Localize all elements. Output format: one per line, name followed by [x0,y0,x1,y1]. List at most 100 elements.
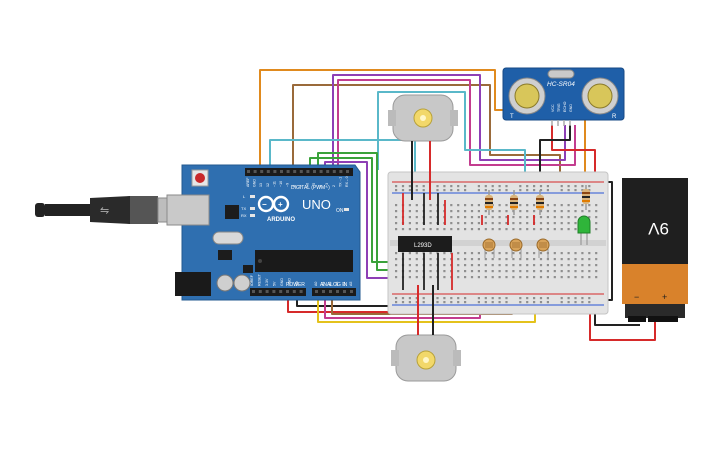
breadboard-hole[interactable] [519,252,522,255]
rail-hole[interactable] [401,297,405,300]
breadboard-hole[interactable] [581,264,584,267]
rail-hole[interactable] [436,301,439,304]
breadboard-hole[interactable] [560,258,563,261]
rail-hole[interactable] [539,301,543,304]
breadboard-hole[interactable] [395,270,398,273]
rail-hole[interactable] [560,297,563,300]
breadboard-hole[interactable] [546,204,549,207]
breadboard-hole[interactable] [498,210,501,213]
breadboard-hole[interactable] [505,252,508,255]
rail-hole[interactable] [546,297,549,300]
breadboard-hole[interactable] [429,270,432,273]
breadboard-hole[interactable] [553,276,556,279]
rail-hole[interactable] [491,189,494,192]
breadboard-hole[interactable] [526,222,529,225]
breadboard-hole[interactable] [457,210,460,213]
breadboard-hole[interactable] [505,270,508,273]
breadboard-hole[interactable] [595,228,598,231]
digital-socket[interactable] [299,170,303,173]
breadboard-hole[interactable] [477,216,480,219]
breadboard-hole[interactable] [477,228,480,231]
breadboard-hole[interactable] [464,222,467,225]
breadboard-hole[interactable] [581,270,584,273]
breadboard-hole[interactable] [567,228,570,231]
breadboard-hole[interactable] [457,252,460,255]
breadboard-hole[interactable] [457,270,460,273]
rail-hole[interactable] [539,189,543,192]
rail-hole[interactable] [533,297,536,300]
breadboard-hole[interactable] [457,276,460,279]
breadboard-hole[interactable] [491,270,494,273]
breadboard-hole[interactable] [533,264,536,267]
analog-socket[interactable] [322,290,325,293]
breadboard-hole[interactable] [553,264,556,267]
breadboard-hole[interactable] [567,270,570,273]
breadboard-hole[interactable] [519,216,522,219]
breadboard-hole[interactable] [512,216,515,219]
rail-hole[interactable] [457,301,460,304]
breadboard-hole[interactable] [595,252,598,255]
breadboard-hole[interactable] [395,210,398,213]
rail-hole[interactable] [498,185,501,188]
breadboard-hole[interactable] [477,258,480,261]
rail-hole[interactable] [457,185,460,188]
breadboard-hole[interactable] [595,264,598,267]
breadboard-hole[interactable] [533,276,536,279]
breadboard-hole[interactable] [553,252,556,255]
breadboard-hole[interactable] [574,252,577,255]
rail-hole[interactable] [505,297,508,300]
rail-hole[interactable] [581,189,584,192]
breadboard-hole[interactable] [408,264,411,267]
breadboard-hole[interactable] [539,264,543,267]
breadboard-hole[interactable] [546,210,549,213]
breadboard-hole[interactable] [477,204,480,207]
analog-socket[interactable] [350,290,353,293]
breadboard-hole[interactable] [519,264,522,267]
breadboard-hole[interactable] [553,228,556,231]
breadboard-hole[interactable] [519,276,522,279]
rail-hole[interactable] [401,301,405,304]
breadboard-hole[interactable] [443,252,446,255]
breadboard-hole[interactable] [553,210,556,213]
breadboard-hole[interactable] [498,264,501,267]
rail-hole[interactable] [581,297,584,300]
breadboard-hole[interactable] [595,276,598,279]
rail-hole[interactable] [574,297,577,300]
breadboard-hole[interactable] [553,222,556,225]
rail-hole[interactable] [395,185,398,188]
breadboard-hole[interactable] [484,252,487,255]
breadboard-hole[interactable] [408,204,411,207]
breadboard-hole[interactable] [546,222,549,225]
rail-hole[interactable] [539,297,543,300]
breadboard-hole[interactable] [422,228,425,231]
rail-hole[interactable] [498,297,501,300]
breadboard-hole[interactable] [491,222,494,225]
breadboard-hole[interactable] [484,264,487,267]
breadboard-hole[interactable] [533,228,536,231]
breadboard-hole[interactable] [415,216,418,219]
breadboard-hole[interactable] [512,228,515,231]
breadboard-hole[interactable] [567,258,570,261]
breadboard-hole[interactable] [560,216,563,219]
breadboard-hole[interactable] [553,216,556,219]
breadboard-hole[interactable] [491,258,494,261]
breadboard-hole[interactable] [539,252,543,255]
breadboard-hole[interactable] [450,222,453,225]
digital-socket[interactable] [326,170,330,173]
breadboard-hole[interactable] [560,264,563,267]
breadboard-hole[interactable] [526,204,529,207]
breadboard-hole[interactable] [539,210,543,213]
breadboard-hole[interactable] [470,258,474,261]
breadboard-hole[interactable] [526,216,529,219]
breadboard-hole[interactable] [491,264,494,267]
breadboard-hole[interactable] [505,264,508,267]
breadboard-hole[interactable] [491,252,494,255]
breadboard-hole[interactable] [567,276,570,279]
breadboard-hole[interactable] [512,270,515,273]
rail-hole[interactable] [491,297,494,300]
rail-hole[interactable] [560,301,563,304]
breadboard-hole[interactable] [588,276,591,279]
rail-hole[interactable] [477,297,480,300]
rail-hole[interactable] [408,301,411,304]
